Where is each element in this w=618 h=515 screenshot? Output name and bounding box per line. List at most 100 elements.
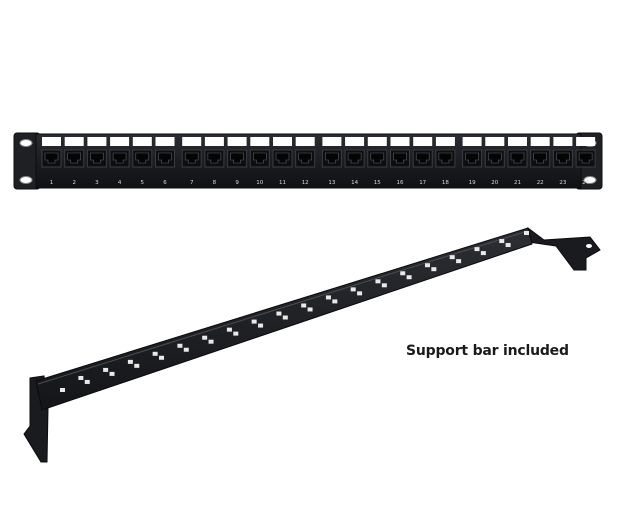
bracket-hole-right [586, 244, 592, 248]
port-number-label: 10 [256, 180, 263, 186]
mount-hole-bottom-right [583, 176, 597, 184]
port-number-label: 7 [190, 180, 194, 186]
bar-mounting-slot [208, 339, 214, 344]
rj45-port-opening [438, 152, 453, 164]
rj45-port-opening [184, 152, 199, 164]
port-number-label: 17 [419, 180, 426, 186]
port-number-label: 24 [582, 180, 589, 186]
bar-mounting-slot [84, 379, 90, 384]
port-label-strip [227, 137, 247, 146]
bar-mounting-slot [78, 375, 84, 380]
rj45-port-opening [325, 152, 339, 164]
port-label-strip [508, 137, 527, 146]
port-label-strip [435, 137, 455, 146]
rj45-port-opening [578, 152, 593, 164]
port-label-strip [132, 137, 152, 146]
port-number-label: 8 [213, 180, 217, 186]
port-label-strip [462, 137, 482, 146]
bar-mounting-slot [282, 315, 288, 320]
port-number-label: 20 [491, 180, 498, 186]
bar-mounting-slot [474, 247, 480, 252]
rj45-port-opening [488, 152, 502, 164]
rj45-port-opening [90, 152, 104, 164]
rj45-port-opening [158, 152, 172, 164]
rj45-port-opening [393, 152, 407, 164]
bar-mounting-slot [307, 307, 313, 312]
port-number-label: 5 [141, 180, 145, 186]
port-number-label: 2 [72, 180, 76, 186]
rj45-port-opening [253, 152, 267, 164]
port-number-label: 1 [50, 180, 54, 186]
port-label-strip [390, 137, 410, 146]
port-number-label: 16 [397, 180, 404, 186]
bar-mounting-slot [127, 359, 133, 364]
port-label-strip [273, 137, 292, 146]
bar-mounting-slot [233, 331, 239, 336]
rj45-port-opening [230, 152, 244, 164]
bar-mounting-slot [505, 243, 511, 248]
port-number-label: 19 [469, 180, 476, 186]
mount-hole-top-left [19, 139, 33, 147]
port-label-strip [182, 137, 202, 146]
bar-mounting-slot [424, 263, 430, 268]
rj45-port-opening [415, 152, 430, 164]
port-label-strip [413, 137, 433, 146]
port-label-strip [64, 137, 84, 146]
rj45-port-opening [112, 152, 127, 164]
port-number-label: 23 [559, 180, 566, 186]
port-label-strip [322, 137, 342, 146]
rj45-port-opening [556, 152, 570, 164]
bar-mounting-slot [183, 347, 189, 352]
mount-hole-bottom-left [19, 176, 33, 184]
port-number-label: 15 [374, 180, 381, 186]
bar-edge-highlight [37, 230, 529, 385]
bar-mounting-slot [325, 295, 331, 300]
bar-mounting-slot [60, 388, 65, 392]
bar-mounting-slot [350, 287, 356, 292]
bar-mounting-slot [524, 231, 529, 235]
port-number-label: 9 [235, 180, 239, 186]
bar-mounting-slot [332, 299, 338, 304]
port-label-strip [204, 137, 224, 146]
rj45-port-opening [510, 152, 525, 164]
rj45-port-opening [67, 152, 81, 164]
bar-mounting-slot [258, 323, 264, 328]
bar-mounting-slot [480, 251, 486, 256]
port-number-label: 6 [163, 180, 167, 186]
port-number-label: 12 [302, 180, 309, 186]
port-label-strip [576, 137, 596, 146]
bar-mounting-slot [134, 363, 140, 368]
bar-mounting-slot [357, 291, 363, 296]
bar-slot-group [60, 231, 529, 392]
port-number-label: 3 [95, 180, 99, 186]
support-bar [23, 227, 601, 463]
port-number-label: 11 [279, 180, 286, 186]
rj45-port-opening [370, 152, 385, 164]
port-label-strip [367, 137, 387, 146]
port-label-strip [110, 137, 130, 146]
port-number-label: 13 [328, 180, 335, 186]
port-label-strip [155, 137, 175, 146]
bar-mounting-slot [375, 279, 381, 284]
rj45-port-opening [465, 152, 479, 164]
caption-support-bar: Support bar included [406, 343, 569, 359]
bar-mounting-slot [400, 271, 406, 276]
bar-mounting-slot [159, 355, 165, 360]
port-label-strip [345, 137, 365, 146]
bar-mounting-slot [276, 311, 282, 316]
port-label-strip [530, 137, 550, 146]
bar-right-bracket [527, 227, 601, 271]
rj45-port-opening [207, 152, 222, 164]
bar-mounting-slot [449, 255, 455, 260]
rj45-port-opening [44, 152, 59, 164]
port-label-strip [485, 137, 505, 146]
port-number-label: 21 [514, 180, 521, 186]
bar-mounting-slot [251, 319, 257, 324]
bar-mounting-slot [177, 343, 183, 348]
bar-mounting-slot [456, 259, 462, 264]
bar-mounting-slot [431, 267, 437, 272]
bar-mounting-slot [499, 239, 505, 244]
